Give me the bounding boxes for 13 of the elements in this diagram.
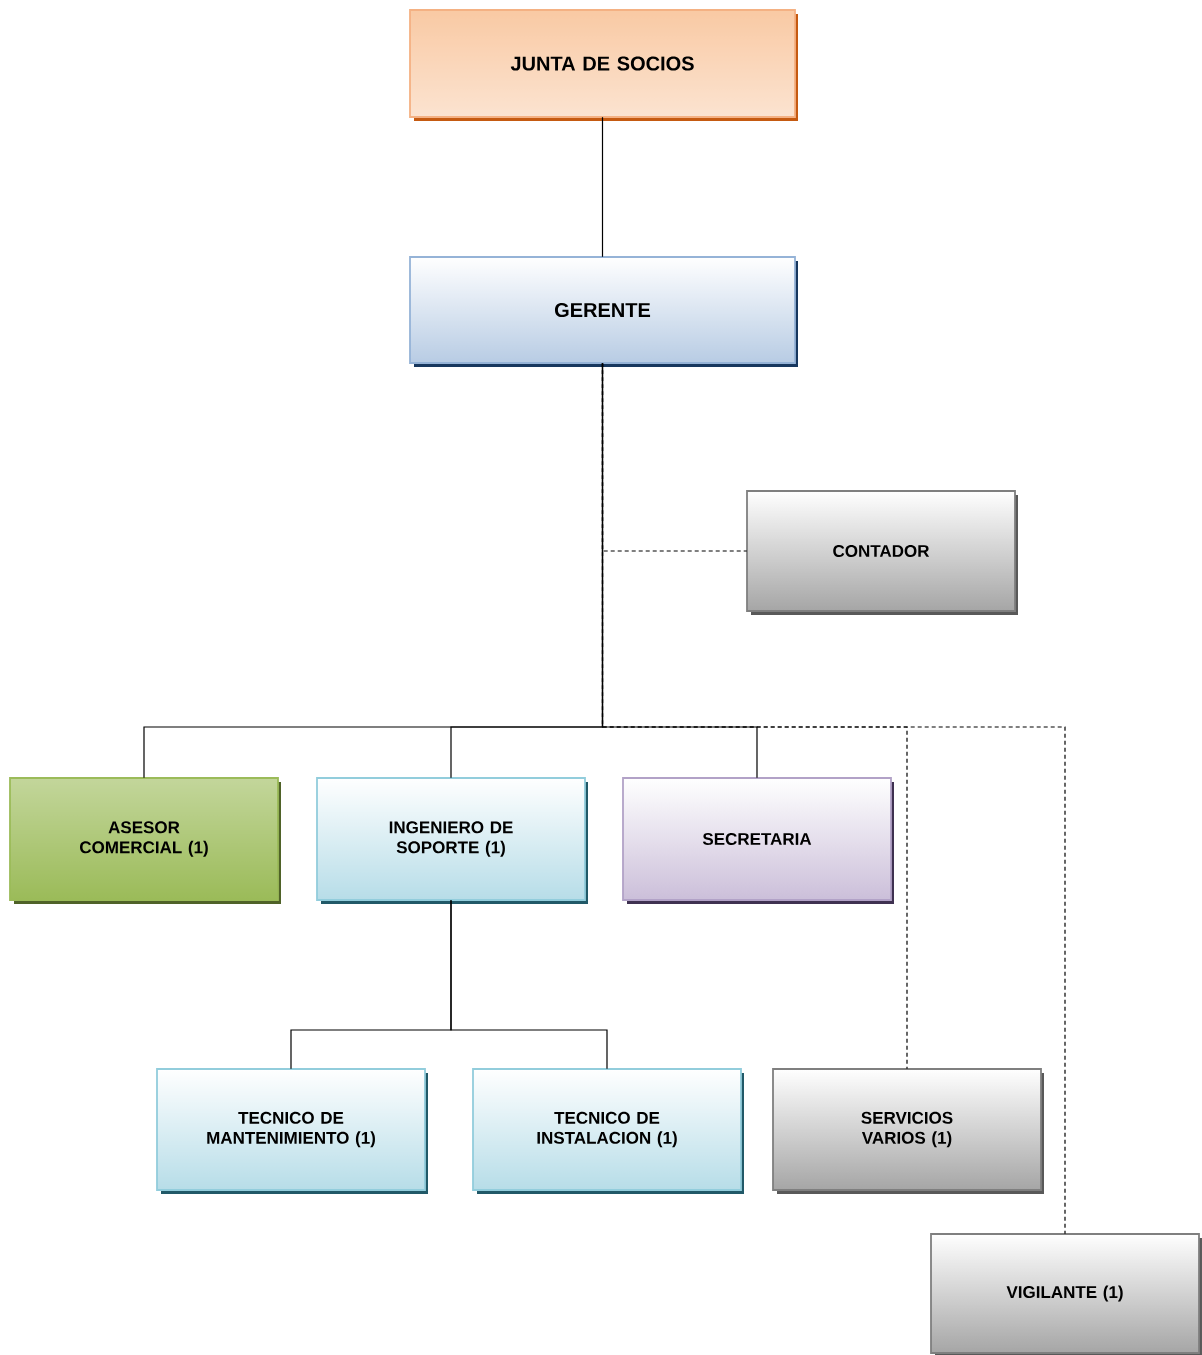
connector-line [450,899,608,1070]
org-box: SECRETARIA [622,777,894,904]
org-box: JUNTA DE SOCIOS [409,9,798,121]
connector-line [601,116,604,258]
org-box: ASESOR COMERCIAL (1) [9,777,281,904]
org-box: TECNICO DE INSTALACION (1) [472,1068,744,1194]
org-box: SERVICIOS VARIOS (1) [772,1068,1044,1194]
org-box: TECNICO DE MANTENIMIENTO (1) [156,1068,428,1194]
org-box: VIGILANTE (1) [930,1233,1202,1355]
connector-line [601,362,758,779]
org-box: CONTADOR [746,490,1018,615]
org-box: INGENIERO DE SOPORTE (1) [316,777,588,904]
org-box: GERENTE [409,256,798,367]
